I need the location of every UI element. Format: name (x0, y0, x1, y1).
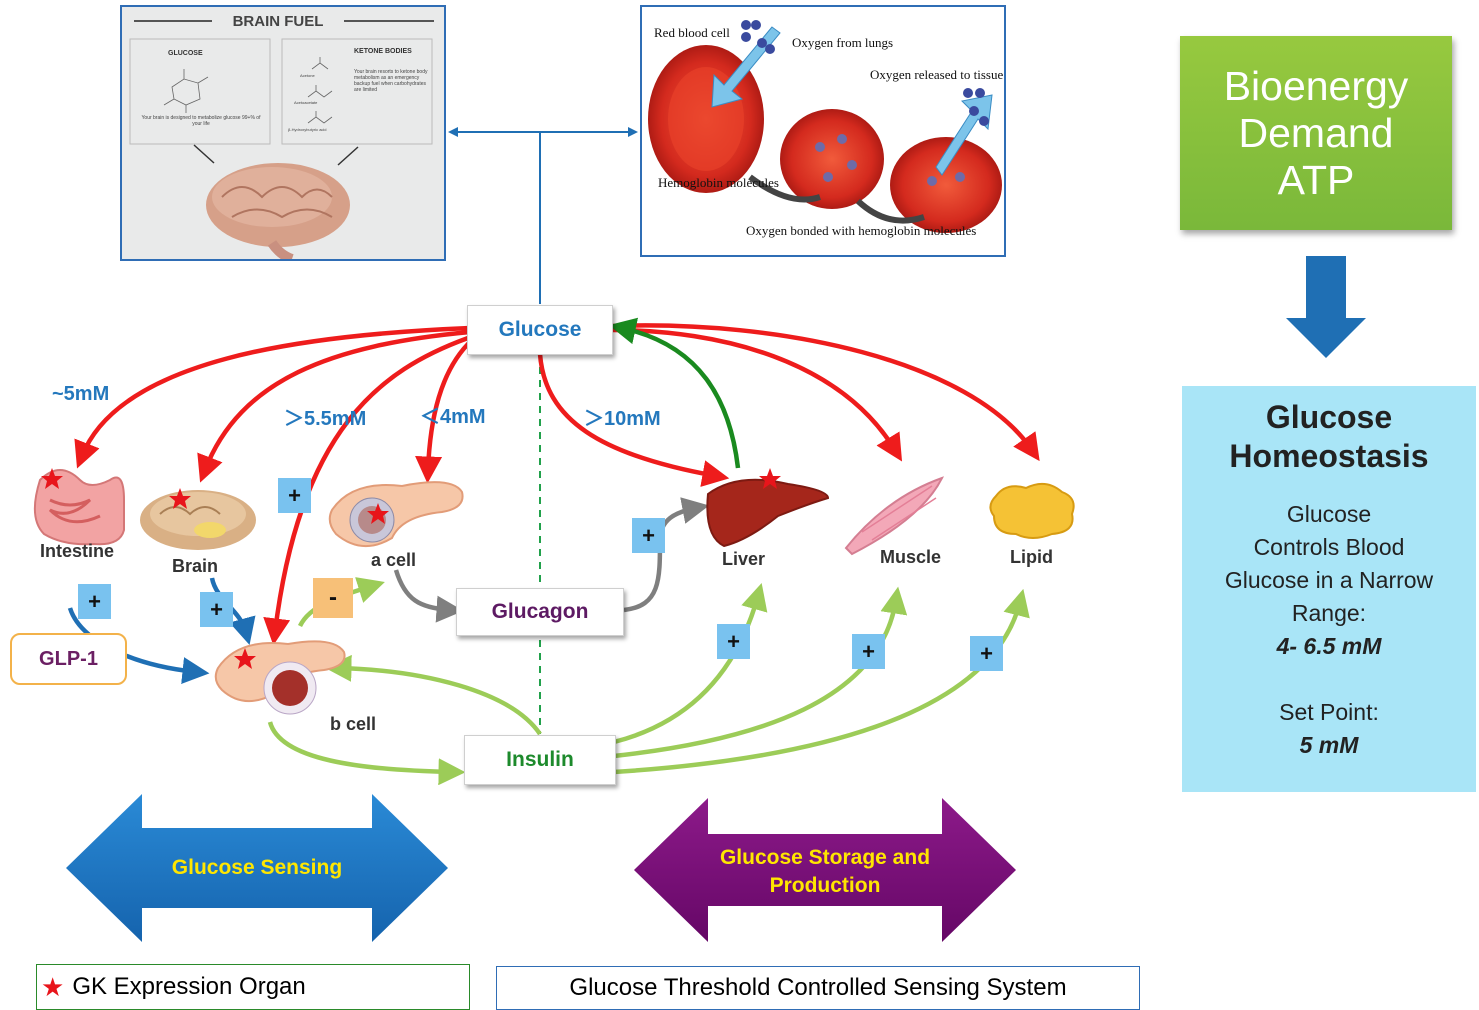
brain-fuel-illustration: BRAIN FUEL GLUCOSE KETONE BODIES Acetone… (129, 13, 434, 259)
plus-brain: + (200, 592, 233, 627)
intestine-picture (33, 469, 125, 546)
arrow-glucose-brain (197, 329, 471, 483)
ketone-structures (307, 57, 333, 124)
legend-system: Glucose Threshold Controlled Sensing Sys… (496, 966, 1140, 1010)
glucose-sensing-label: Glucose Sensing (171, 856, 343, 879)
homeostasis-body-line4: Range: (1291, 600, 1367, 626)
legend-gk-text: GK Expression Organ (72, 973, 306, 1000)
arrow-glucose-liver (537, 353, 730, 487)
homeostasis-setpoint-value: 5 mM (1299, 732, 1359, 758)
brain-fuel-image: BRAIN FUEL GLUCOSE KETONE BODIES Acetone… (120, 5, 446, 261)
plus-insulin-liver: + (717, 624, 750, 659)
oxygen-molecules (741, 20, 989, 126)
plus-insulin-lipid: + (970, 636, 1003, 671)
homeostasis-body-line3: Glucose in a Narrow (1224, 567, 1434, 593)
homeostasis-title-line2: Homeostasis (1229, 438, 1429, 474)
red-blood-cell-image: Red blood cell Oxygen from lungs Oxygen … (640, 5, 1006, 257)
glucagon-node: Glucagon (456, 588, 624, 636)
rbc-cell-3 (890, 137, 1002, 233)
brain-fuel-title: BRAIN FUEL (233, 13, 324, 30)
gk-star-acell (367, 503, 389, 524)
arrow-insulin-bcell (324, 654, 542, 736)
threshold-5-5mm: ＞5.5mM (284, 408, 367, 430)
arrow-acell-glucagon (393, 569, 464, 623)
glucose-header: GLUCOSE (168, 50, 203, 57)
arrow-glucose-acell (415, 338, 474, 484)
arrow-glucose-lipid (611, 323, 1040, 462)
oxygen-bonded-label: Oxygen bonded with hemoglobin molecules (746, 223, 976, 238)
ketone-item-acetone: Acetone (300, 73, 315, 78)
oxygen-released-label: Oxygen released to tissue cells (870, 67, 1006, 82)
homeostasis-body: Glucose Controls Blood Glucose in a Narr… (1182, 498, 1476, 762)
oxygen-lungs-label: Oxygen from lungs (792, 35, 893, 50)
plus-glucagon-liver: + (632, 518, 665, 553)
storage-label-line2: Production (769, 874, 881, 897)
homeostasis-range-value: 4- 6.5 mM (1276, 633, 1382, 659)
arrow-liver-glucose (608, 317, 741, 469)
gk-star-bcell (234, 648, 256, 669)
arrow-glucose-muscle (611, 327, 903, 462)
threshold-5mm: ~5mM (52, 383, 110, 405)
homeostasis-title-line1: Glucose (1265, 399, 1393, 435)
homeostasis-body-line1: Glucose (1286, 501, 1372, 527)
legend-system-text: Glucose Threshold Controlled Sensing Sys… (569, 974, 1067, 1001)
glucose-homeostasis-box: Glucose Homeostasis Glucose Controls Blo… (1182, 386, 1476, 792)
plus-intestine: + (78, 584, 111, 619)
gk-star-liver (759, 468, 781, 489)
bioenergy-line1: Bioenergy (1223, 62, 1409, 109)
legend-gk: ★ GK Expression Organ (36, 964, 470, 1010)
acell-pancreas-picture (328, 481, 464, 548)
threshold-4mm: ＜4mM (420, 406, 486, 428)
bioenergy-line3: ATP (1277, 156, 1355, 203)
glucose-structure (163, 69, 209, 113)
arrow-glucose-intestine (74, 325, 471, 469)
rbc-cell-2 (780, 109, 884, 209)
brain-picture (206, 163, 350, 259)
bcell-pancreas-picture (214, 640, 346, 715)
gk-stars (41, 468, 781, 669)
homeostasis-body-line2: Controls Blood (1253, 534, 1405, 560)
liver-picture (706, 478, 830, 548)
label-a-cell: a cell (371, 550, 417, 570)
storage-label-line1: Glucose Storage and (719, 846, 931, 869)
plus-glucose-bcell: + (278, 478, 311, 513)
bioenergy-box: Bioenergy Demand ATP (1180, 36, 1452, 230)
label-liver: Liver (722, 549, 766, 569)
bioenergy-down-arrow (1286, 256, 1366, 358)
glucose-sensing-arrow (66, 794, 448, 942)
label-brain: Brain (172, 556, 219, 576)
label-intestine: Intestine (40, 541, 115, 561)
glucose-storage-label: Glucose Storage and Production (692, 844, 958, 900)
plus-insulin-muscle: + (852, 634, 885, 669)
legend-star-icon: ★ (41, 971, 65, 1002)
arrow-glucose-bcell (263, 335, 469, 646)
homeostasis-setpoint-label: Set Point: (1279, 699, 1379, 725)
ketone-item-bhb: β-Hydroxybutyric acid (288, 127, 327, 132)
bioenergy-line2: Demand (1238, 109, 1394, 156)
glucose-note: Your brain is designed to metabolize glu… (141, 115, 261, 127)
label-lipid: Lipid (1010, 547, 1053, 567)
brain-organ-picture (140, 490, 256, 550)
insulin-node: Insulin (464, 735, 616, 785)
glucose-node: Glucose (467, 305, 613, 355)
arrow-insulin-liver (613, 583, 768, 745)
ketone-header: KETONE BODIES (354, 48, 412, 55)
glucose-storage-arrow (634, 798, 1016, 942)
minus-bcell-acell: - (313, 578, 353, 618)
ketone-item-acetoacetate: Acetoacetate (294, 100, 318, 105)
label-muscle: Muscle (880, 547, 942, 567)
threshold-10mm: ＞10mM (584, 408, 661, 430)
rbc-label: Red blood cell (654, 25, 730, 40)
homeostasis-title: Glucose Homeostasis (1182, 398, 1476, 476)
label-b-cell: b cell (330, 714, 377, 734)
arrow-bcell-insulin (267, 721, 466, 786)
glp1-node: GLP-1 (10, 633, 127, 685)
rbc-illustration: Red blood cell Oxygen from lungs Oxygen … (648, 20, 1006, 238)
ketone-note: Your brain resorts to ketone body metabo… (354, 69, 428, 93)
gk-star-brain (169, 488, 191, 509)
muscle-picture (844, 476, 945, 556)
hemoglobin-label: Hemoglobin molecules (658, 175, 779, 190)
gk-star-intestine (41, 468, 63, 489)
lipid-picture (989, 482, 1075, 539)
